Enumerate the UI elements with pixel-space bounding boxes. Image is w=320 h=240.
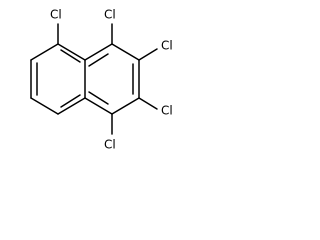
cl-label-top-right: Cl (104, 8, 116, 22)
bond-c1r-c2r (111, 43, 140, 61)
bond-c8-c8a-inner (60, 49, 81, 63)
atom-labels: Cl Cl Cl Cl Cl (50, 8, 173, 152)
ring-bonds (30, 43, 140, 115)
cl-label-right-top: Cl (161, 39, 173, 53)
bond-c4a-c4 (57, 97, 86, 115)
bond-cl-right-top (138, 48, 158, 61)
bond-cl-right-bottom (138, 97, 158, 110)
bond-c4r-c4a-inner (88, 91, 109, 105)
bond-c4r-c4a (84, 97, 113, 115)
cl-label-top-left: Cl (50, 8, 62, 22)
bond-c4-c4a-inner (60, 94, 81, 108)
substituent-bonds (57, 23, 158, 135)
bond-c8-c8a (57, 43, 86, 61)
bond-c8a-c1r-inner (88, 53, 109, 67)
molecule-structure-diagram: Cl Cl Cl Cl Cl (30, 8, 173, 152)
cl-label-bottom-right: Cl (104, 138, 116, 152)
bond-c8a-c1r (84, 43, 113, 61)
bond-c4-c3 (30, 97, 59, 115)
bond-c3r-c4r (111, 97, 140, 115)
bond-c2-c1 (30, 43, 59, 61)
cl-label-right-bottom: Cl (161, 104, 173, 118)
